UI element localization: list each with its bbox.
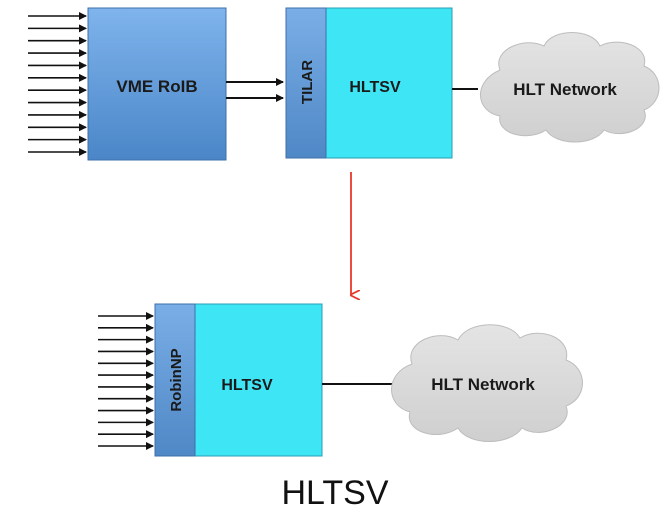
top-hltsv-label: HLTSV bbox=[349, 79, 401, 96]
bottom-input-arrows bbox=[98, 312, 154, 450]
top-hltsv-box bbox=[325, 7, 453, 159]
tilar-label: TILAR bbox=[299, 60, 316, 104]
bottom-hlt-network-cloud bbox=[391, 324, 583, 442]
tilar-strip bbox=[285, 7, 327, 159]
top-hlt-network-cloud bbox=[480, 32, 660, 143]
robinnp-label: RobinNP bbox=[168, 348, 185, 411]
bottom-network-label: HLT Network bbox=[431, 375, 535, 394]
top-network-label: HLT Network bbox=[513, 80, 617, 99]
bottom-hltsv-label: HLTSV bbox=[221, 377, 273, 394]
diagram-caption: HLTSV bbox=[281, 474, 389, 512]
vme-roib-box bbox=[87, 7, 227, 161]
vme-roib-label: VME RoIB bbox=[116, 77, 197, 96]
top-input-arrows bbox=[28, 12, 87, 156]
robinnp-strip bbox=[154, 303, 196, 457]
